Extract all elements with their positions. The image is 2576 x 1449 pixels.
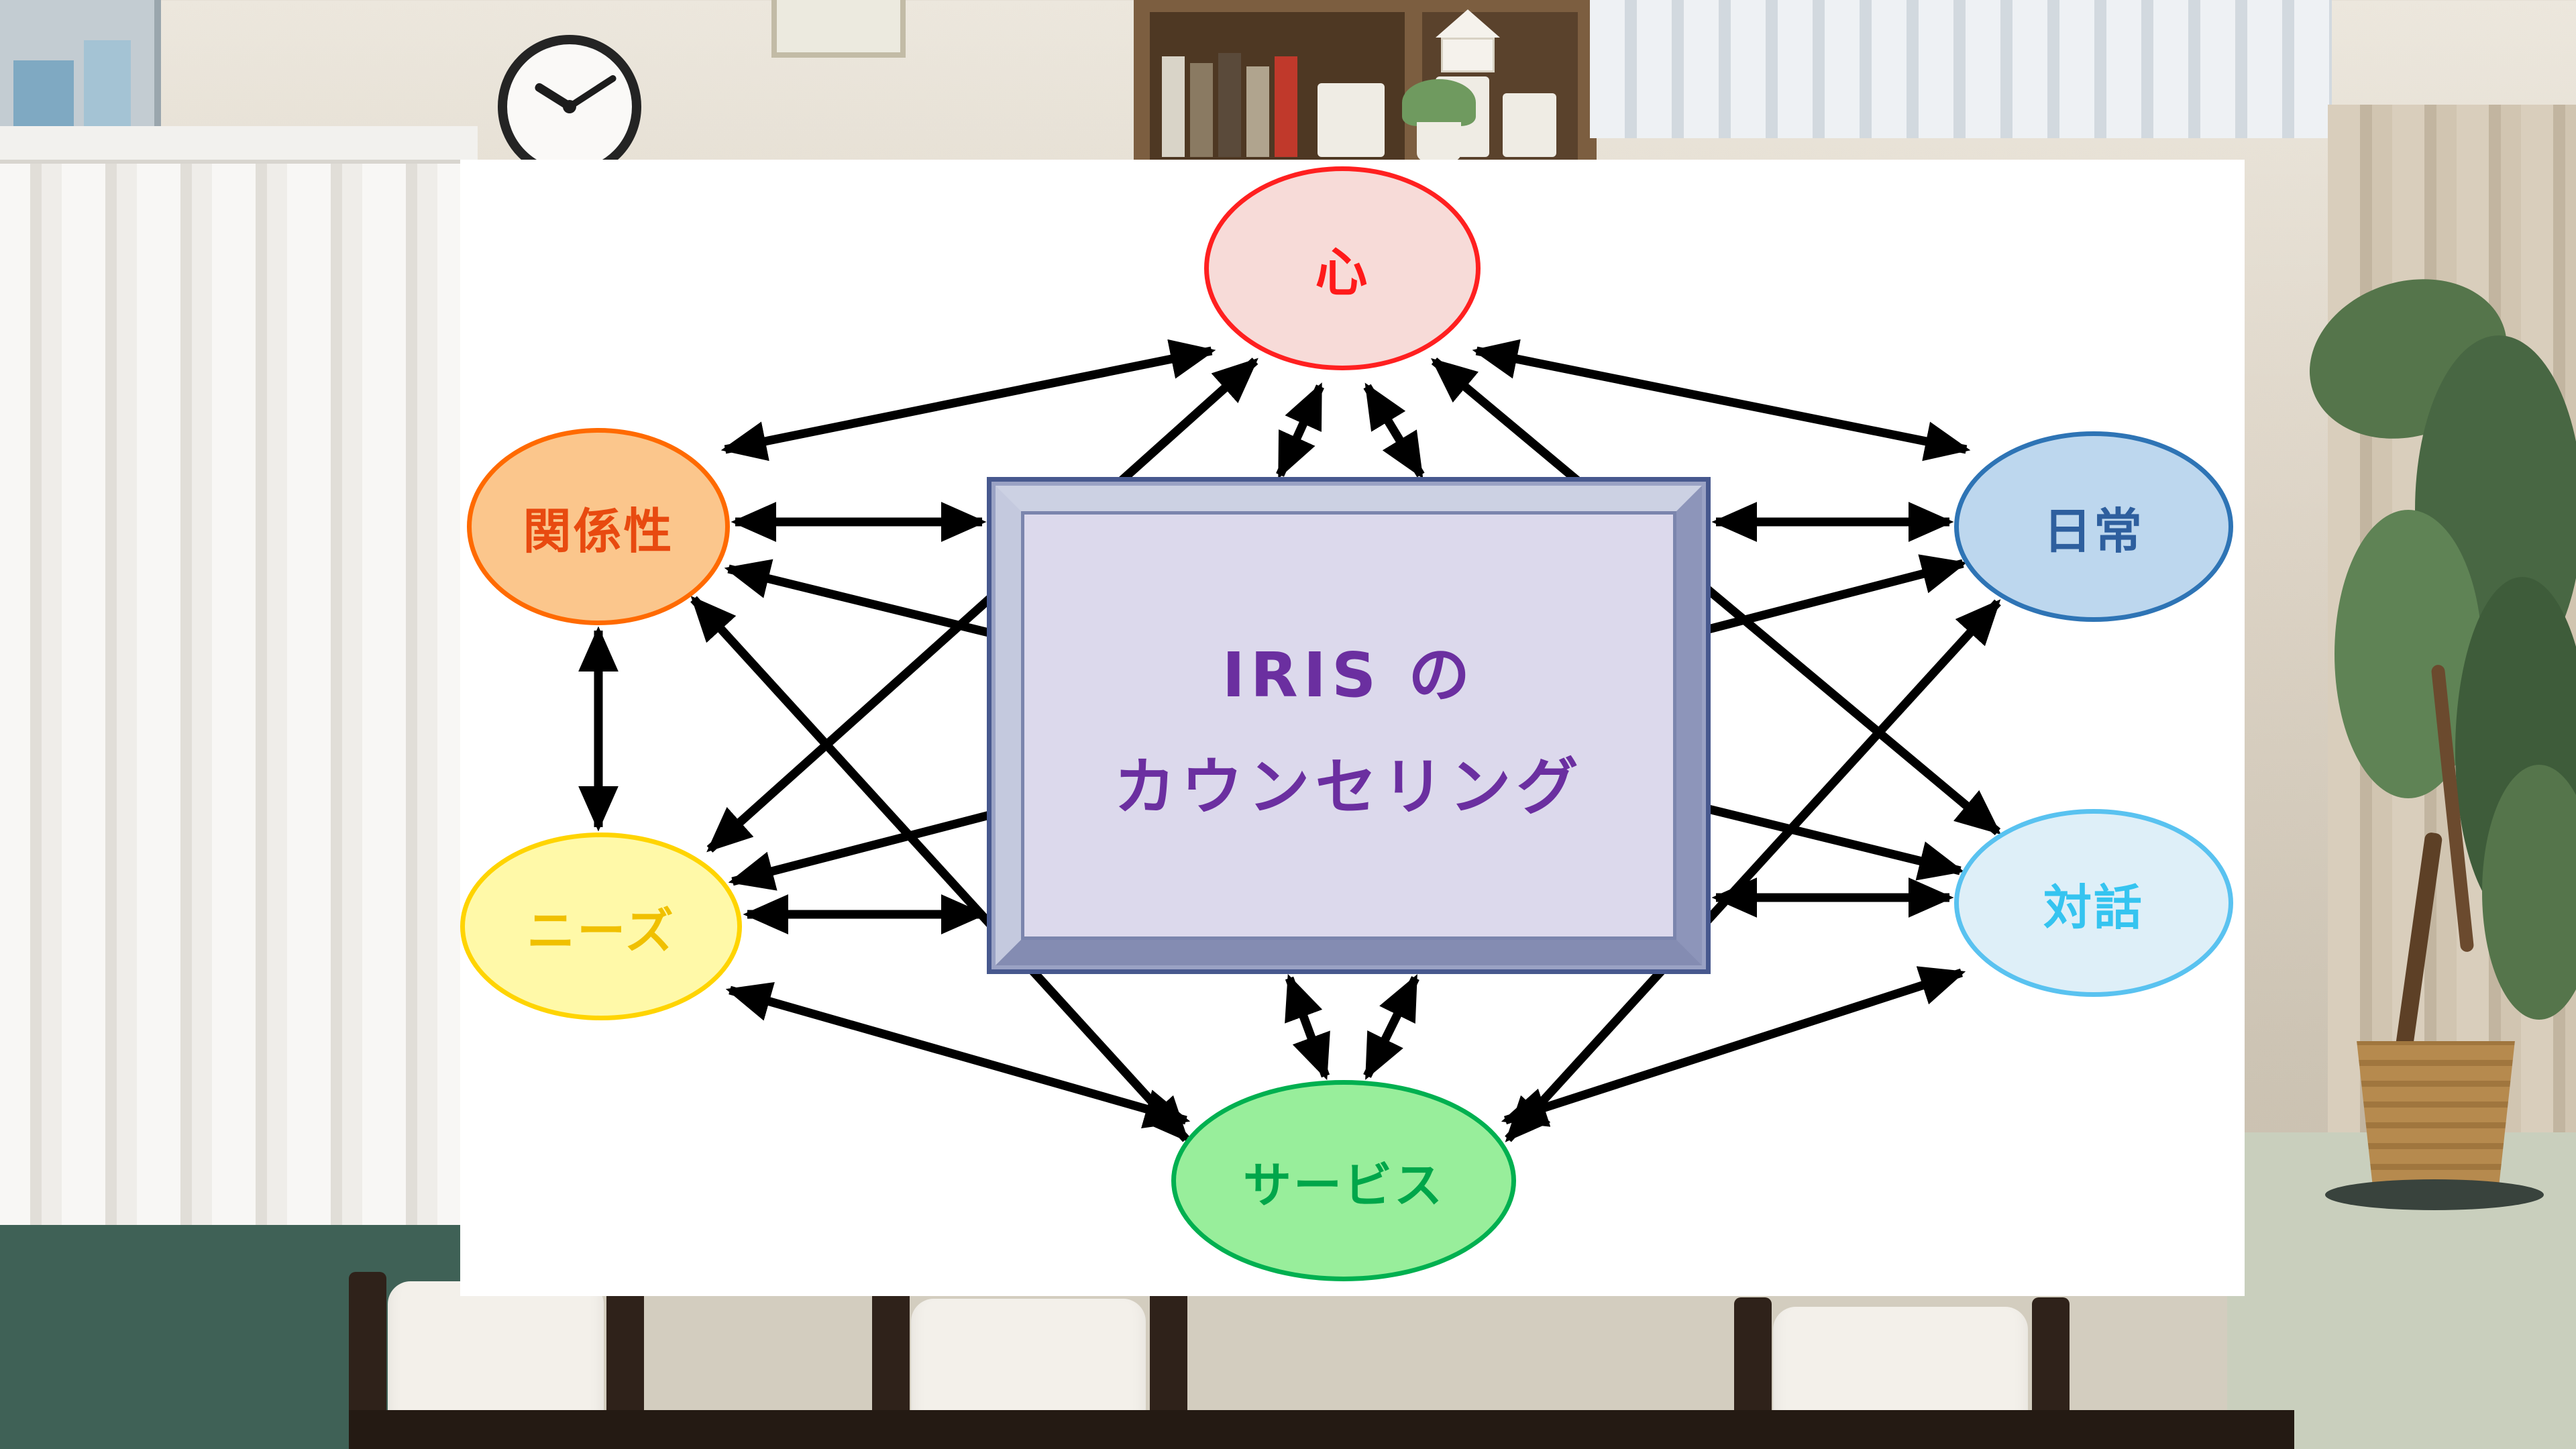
plant-saucer	[2325, 1179, 2544, 1210]
house-ornament-roof	[1436, 9, 1500, 38]
plant-pot	[2357, 1041, 2515, 1185]
shelf-object	[1318, 83, 1385, 157]
diagram-panel: 心 関係性 ニーズ 日常 対話 サービス IRIS の カウンセリング	[460, 160, 2245, 1296]
arrow-kokoro-kankeisei	[720, 339, 1216, 462]
picture-frame	[771, 0, 906, 58]
window-blinds	[1590, 0, 2332, 138]
house-ornament-body	[1441, 38, 1495, 72]
shelf-object	[1503, 93, 1556, 157]
arrow-kokoro-nichijo	[1472, 339, 1971, 462]
house-ornament	[1436, 9, 1500, 72]
shelf-plant	[1402, 79, 1476, 126]
node-kokoro-label: 心	[1315, 243, 1370, 303]
clock-center	[563, 100, 576, 113]
node-needs-label: ニーズ	[527, 902, 676, 959]
book	[1218, 53, 1241, 157]
node-taiwa-label: 対話	[2043, 879, 2144, 936]
book	[1275, 56, 1297, 157]
cabinet-item	[84, 40, 131, 134]
center-box-title-line2: カウンセリング	[1114, 751, 1584, 823]
node-service-label: サービス	[1242, 1157, 1444, 1214]
node-service: サービス	[1171, 1080, 1516, 1281]
arrow-layer	[578, 339, 2001, 1142]
book	[1190, 63, 1213, 157]
arrow-service-box	[1363, 974, 1419, 1080]
arrow-kokoro-box	[1363, 382, 1425, 479]
node-nichijo: 日常	[1954, 431, 2233, 622]
arrow-needs-service	[725, 982, 1191, 1128]
center-box-frame: IRIS の カウンセリング	[996, 486, 1702, 965]
center-box-panel: IRIS の カウンセリング	[1021, 511, 1676, 940]
center-box-title-line1: IRIS の	[1222, 639, 1476, 711]
plant-foliage	[2482, 765, 2576, 1020]
node-nichijo-label: 日常	[2043, 502, 2144, 559]
arrow-taiwa-service	[1501, 966, 1966, 1127]
curtain-rail	[0, 126, 478, 164]
cabinet-item	[13, 60, 74, 134]
node-needs: ニーズ	[460, 833, 742, 1020]
node-taiwa: 対話	[1954, 809, 2233, 997]
table-edge	[349, 1410, 2294, 1449]
wall-clock	[498, 35, 641, 178]
arrow-kokoro-box	[1276, 382, 1324, 479]
node-kokoro: 心	[1204, 166, 1481, 370]
shelf-plant-pot	[1417, 122, 1461, 161]
curtain-left	[0, 164, 472, 1264]
node-kankeisei: 関係性	[467, 428, 730, 625]
node-kankeisei-label: 関係性	[523, 502, 674, 559]
book	[1246, 66, 1269, 157]
bookshelf-interior	[1150, 12, 1405, 164]
center-box: IRIS の カウンセリング	[987, 477, 1711, 974]
book	[1162, 56, 1185, 157]
bookshelf	[1134, 0, 1597, 178]
arrow-service-box	[1285, 973, 1330, 1081]
